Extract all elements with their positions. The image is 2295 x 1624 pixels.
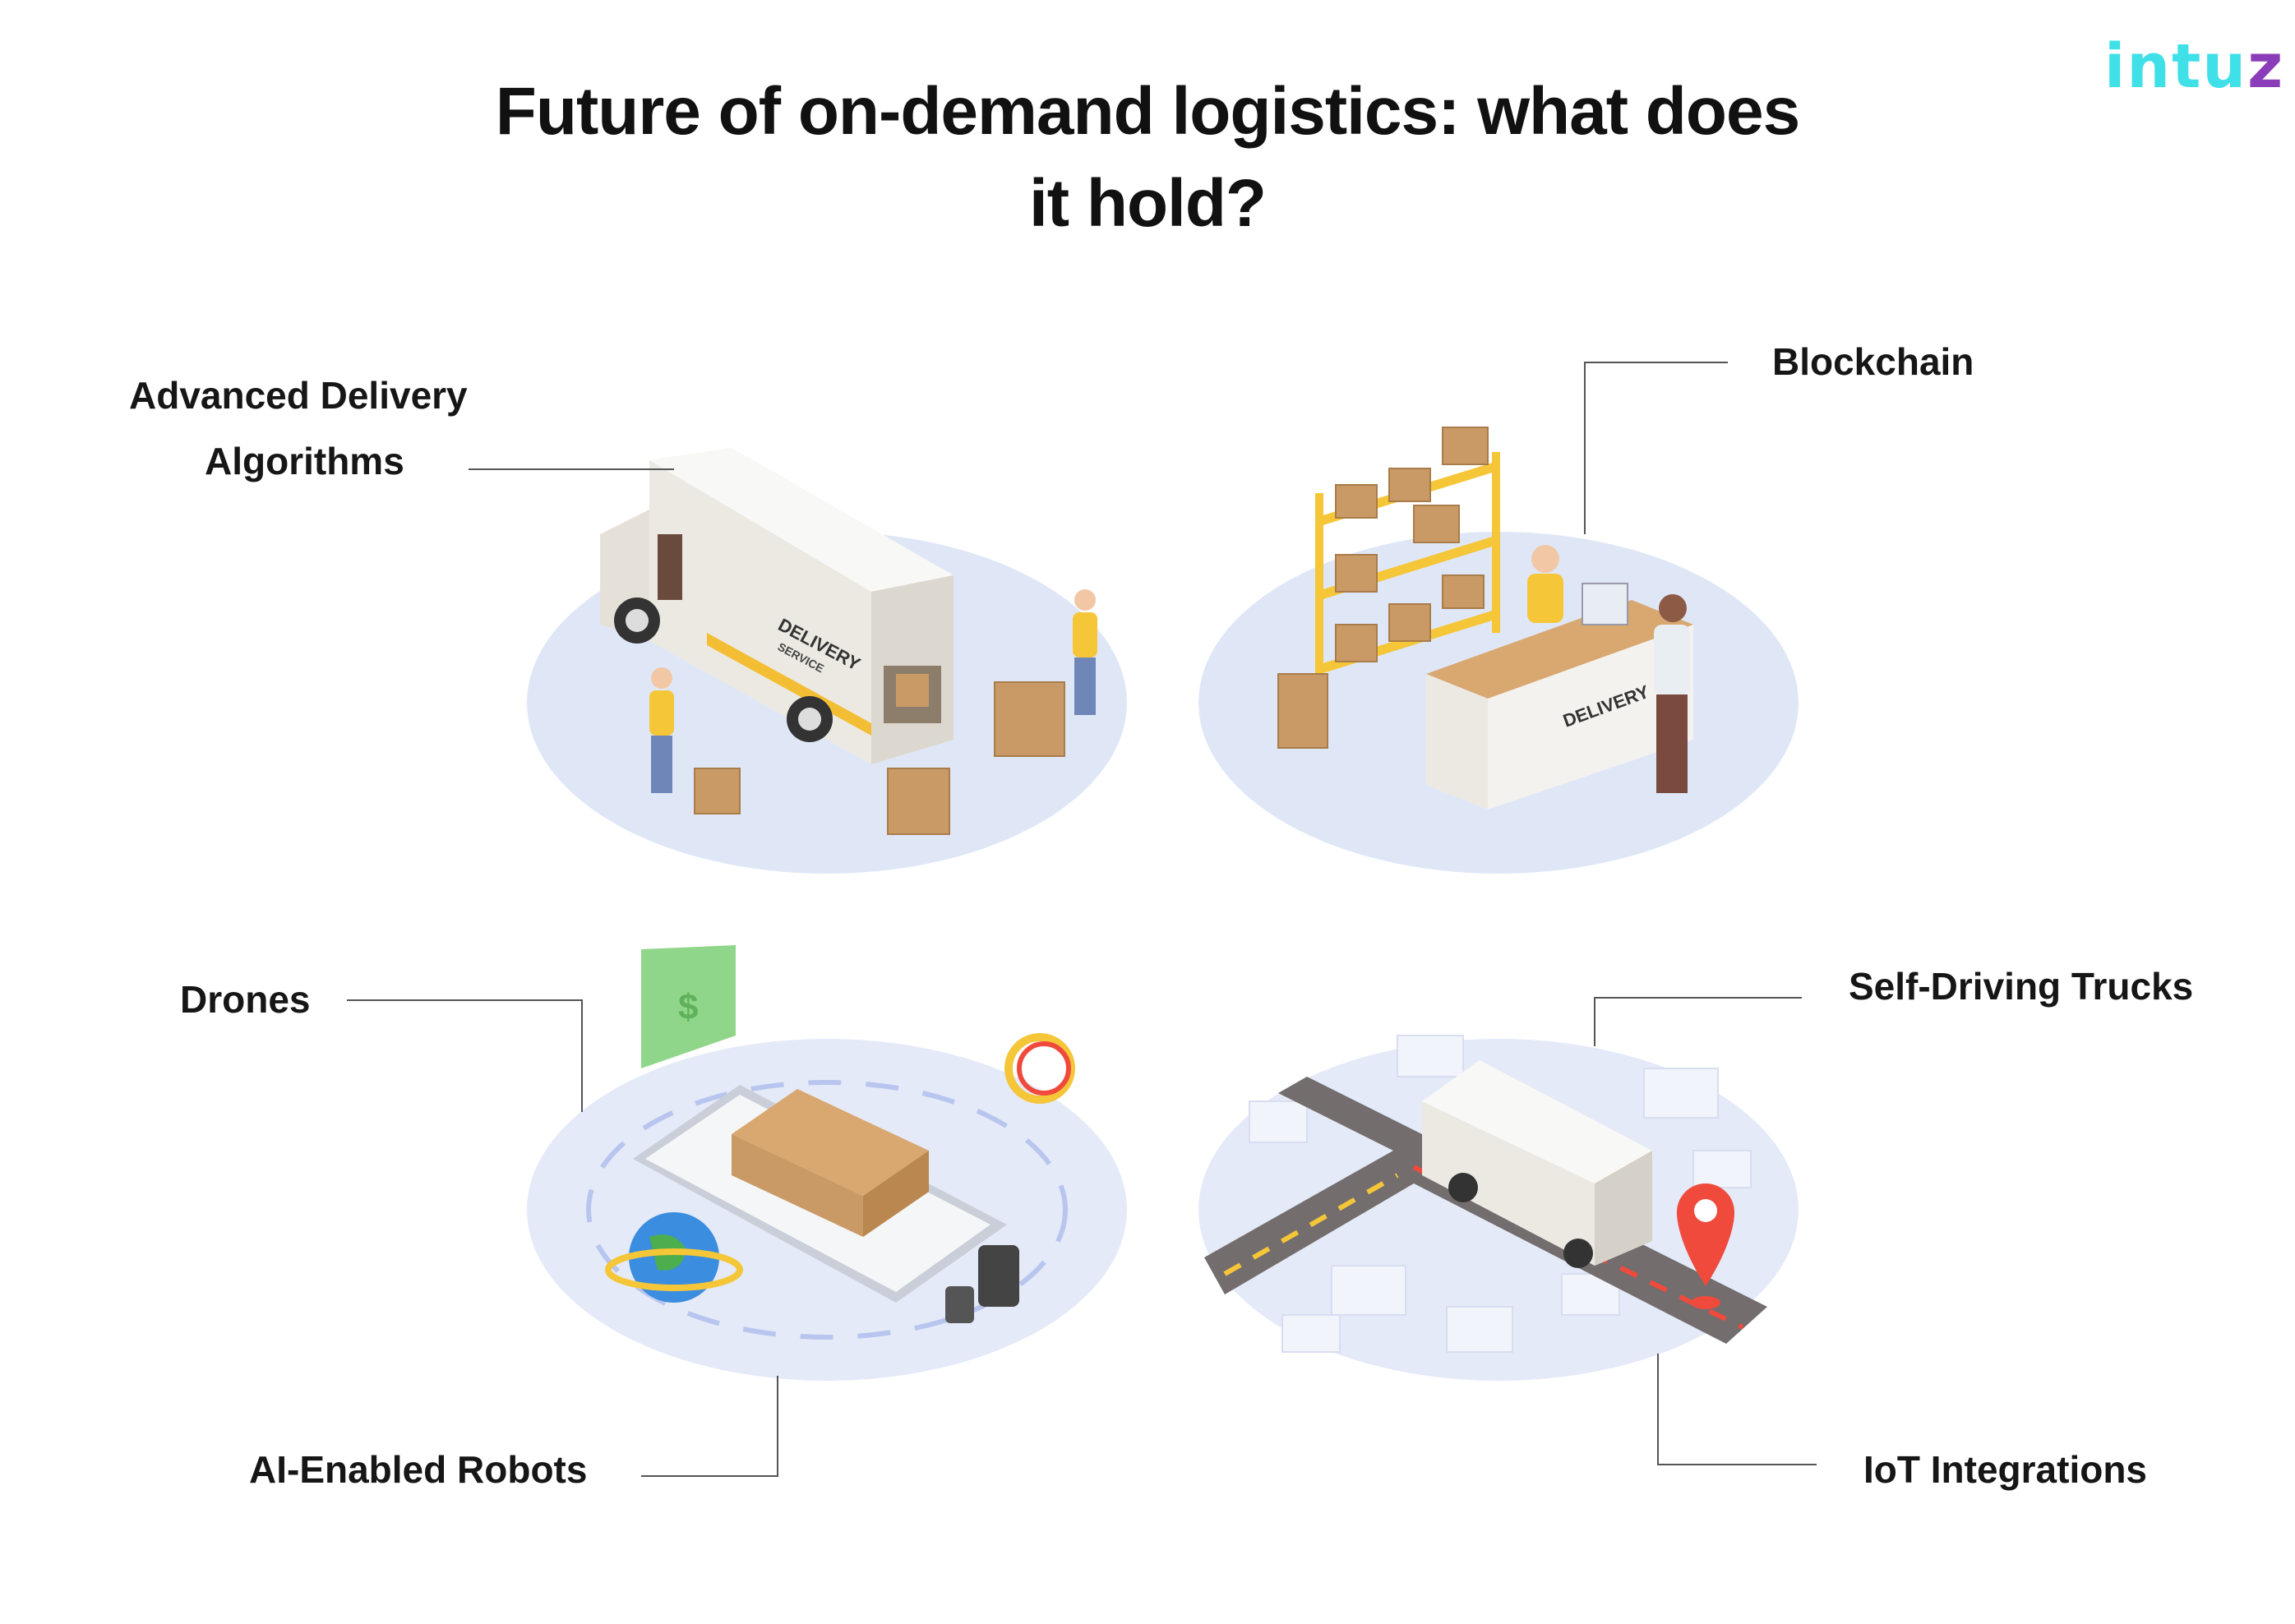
connector-line [1584, 362, 1586, 534]
label-blockchain: Blockchain [1772, 340, 1974, 383]
label-iot-integrations: IoT Integrations [1863, 1448, 2147, 1491]
connector-line [641, 1475, 778, 1477]
dollar-icon: $ [678, 987, 698, 1027]
phone-delivery-illustration: $ [586, 945, 1075, 1340]
connector-line [1594, 997, 1802, 999]
label-drones: Drones [180, 978, 311, 1021]
workers-icon [649, 589, 1097, 793]
label-self-driving-trucks: Self-Driving Trucks [1849, 965, 2194, 1008]
connector-line [1657, 1464, 1817, 1465]
label-advanced-delivery-line1: Advanced Delivery [129, 374, 468, 417]
title-line-1: Future of on-demand logistics: what does [495, 74, 1800, 149]
cardboard-boxes-icon [694, 681, 1065, 835]
location-pin-icon [1677, 1183, 1734, 1309]
delivery-van-illustration: DELIVERY SERVICE [600, 448, 954, 764]
connector-line [777, 1376, 778, 1476]
connector-line [1594, 997, 1595, 1046]
connector-line [1584, 362, 1728, 363]
connector-line [469, 468, 674, 470]
connector-line [347, 999, 582, 1001]
warehouse-shelf-illustration: DELIVERY [1277, 427, 1693, 810]
connector-line [581, 999, 583, 1112]
intuz-logo: intuz [2104, 31, 2285, 102]
label-ai-enabled-robots: AI-Enabled Robots [249, 1448, 588, 1491]
self-driving-truck-illustration [1204, 1035, 1767, 1353]
label-advanced-delivery-line2: Algorithms [205, 440, 404, 482]
title-line-2: it hold? [1028, 166, 1267, 241]
connector-line [1657, 1354, 1659, 1465]
